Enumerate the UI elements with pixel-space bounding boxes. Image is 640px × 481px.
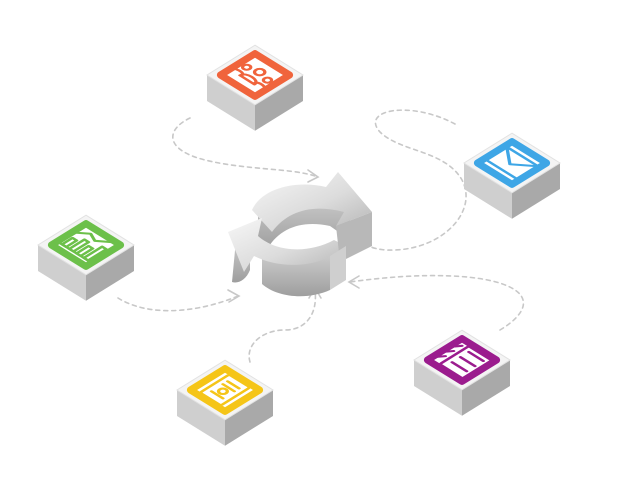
- tile-frame: [423, 335, 501, 385]
- tile-side-right: [225, 390, 273, 446]
- connector-team-to-hub: [172, 117, 316, 177]
- tile-side-right: [462, 360, 510, 416]
- connector-email-to-hub: [357, 109, 467, 251]
- sync-arrows-icon: [228, 172, 372, 297]
- connector-analytics-to-hub: [117, 295, 239, 312]
- tile-analytics: [37, 214, 135, 301]
- arrowhead-checklist: [347, 275, 360, 289]
- tile-checklist: [413, 329, 511, 416]
- analytics-chart-icon: [56, 231, 114, 264]
- tile-side-right: [86, 245, 134, 301]
- email-icon: [484, 145, 540, 180]
- tile-side-left: [464, 163, 512, 219]
- billing-document-icon: [199, 374, 251, 406]
- arrowhead-team: [307, 169, 320, 183]
- arrowhead-analytics: [227, 289, 241, 303]
- checklist-icon: [436, 342, 494, 380]
- tile-frame: [473, 138, 551, 188]
- tile-side-right: [255, 75, 303, 131]
- tile-side-left: [414, 360, 462, 416]
- connectors: [117, 109, 525, 363]
- tile-side-left: [207, 75, 255, 131]
- team-icon: [227, 63, 274, 93]
- integration-tiles: [37, 44, 561, 446]
- tile-side-left: [177, 390, 225, 446]
- tile-side-left: [38, 245, 86, 301]
- connector-checklist-to-hub: [349, 274, 525, 331]
- tile-email: [463, 132, 561, 219]
- tile-team: [206, 44, 304, 131]
- tile-billing: [176, 359, 274, 446]
- tile-side-right: [512, 163, 560, 219]
- connector-billing-to-hub: [248, 289, 317, 363]
